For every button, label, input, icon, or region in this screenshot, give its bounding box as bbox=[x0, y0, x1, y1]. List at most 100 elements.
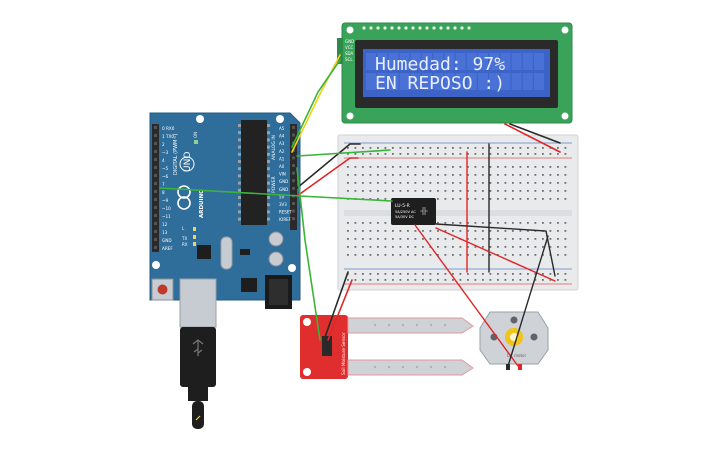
breadboard-hole bbox=[354, 166, 357, 168]
sensor-probe-bottom bbox=[347, 359, 474, 376]
breadboard-hole bbox=[459, 279, 462, 281]
breadboard-hole bbox=[392, 166, 394, 168]
breadboard-hole bbox=[459, 222, 462, 224]
digital-pin[interactable] bbox=[154, 150, 157, 153]
digital-pin[interactable] bbox=[154, 246, 157, 249]
breadboard-hole bbox=[482, 246, 484, 248]
digital-pin[interactable] bbox=[154, 174, 157, 177]
crystal bbox=[220, 236, 233, 270]
breadboard-hole bbox=[459, 246, 462, 248]
soil-moisture-sensor[interactable]: Soil Moisture Sensor bbox=[300, 315, 474, 379]
analog-power-pin[interactable] bbox=[292, 217, 295, 221]
breadboard-hole bbox=[362, 222, 364, 224]
breadboard-hole bbox=[354, 279, 357, 281]
breadboard-hole bbox=[489, 238, 492, 240]
analog-power-pin[interactable] bbox=[292, 133, 295, 137]
chip-leg bbox=[238, 160, 241, 163]
breadboard-hole bbox=[369, 147, 372, 149]
breadboard-hole bbox=[504, 230, 507, 232]
breadboard-hole bbox=[557, 174, 559, 176]
breadboard-hole bbox=[519, 198, 522, 200]
capacitor bbox=[268, 231, 284, 247]
lcd-cell bbox=[433, 73, 444, 90]
wires bbox=[159, 54, 561, 367]
breadboard-hole bbox=[482, 166, 484, 168]
chip-leg bbox=[267, 174, 270, 178]
analog-power-pin[interactable] bbox=[292, 186, 295, 190]
breadboard-hole bbox=[527, 230, 529, 232]
digital-pin[interactable] bbox=[154, 190, 157, 193]
digital-pin[interactable] bbox=[154, 238, 157, 241]
analog-power-pin[interactable] bbox=[292, 209, 295, 213]
breadboard-hole bbox=[489, 147, 492, 149]
breadboard-hole bbox=[474, 182, 477, 184]
breadboard-hole bbox=[452, 182, 454, 184]
digital-pin[interactable] bbox=[154, 158, 157, 161]
probe-dot bbox=[429, 323, 433, 327]
breadboard-hole bbox=[542, 222, 544, 224]
breadboard-hole bbox=[407, 254, 409, 256]
analog-power-pin-label: A4 bbox=[279, 134, 285, 139]
breadboard-hole bbox=[482, 279, 484, 281]
breadboard-hole bbox=[377, 153, 379, 155]
lcd-header-pin bbox=[439, 26, 443, 30]
breadboard-hole bbox=[362, 230, 364, 232]
probe-dot bbox=[415, 365, 419, 369]
digital-pin-label: ~10 bbox=[162, 206, 171, 211]
wire-black-sensor-gnd bbox=[323, 271, 349, 341]
chip-leg bbox=[267, 188, 270, 192]
breadboard-hole bbox=[452, 190, 454, 192]
relay-rating-dc: 5A/30V DC bbox=[395, 215, 414, 219]
breadboard-hole bbox=[527, 174, 529, 176]
breadboard-hole bbox=[369, 174, 372, 176]
wire-black-gnd bbox=[296, 143, 361, 189]
breadboard-hole bbox=[504, 246, 507, 248]
breadboard-hole bbox=[354, 246, 357, 248]
breadboard-hole bbox=[407, 153, 409, 155]
analog-power-pin[interactable] bbox=[292, 171, 295, 175]
digital-pin-label: AREF bbox=[162, 246, 173, 251]
digital-pin[interactable] bbox=[154, 142, 157, 145]
digital-pin[interactable] bbox=[154, 126, 157, 129]
digital-pin[interactable] bbox=[154, 206, 157, 209]
digital-pin[interactable] bbox=[154, 134, 157, 137]
analog-power-pin-label: A0 bbox=[279, 164, 285, 169]
digital-pin-label: ~9 bbox=[162, 198, 169, 203]
digital-pin[interactable] bbox=[154, 214, 157, 217]
wire-red-sensor-vcc bbox=[327, 279, 353, 341]
relay-module[interactable]: LU-5-R 5A/250V AC 5A/30V DC bbox=[391, 198, 436, 225]
digital-pin[interactable] bbox=[154, 230, 157, 233]
breadboard-hole bbox=[437, 246, 439, 248]
digital-pin[interactable] bbox=[154, 222, 157, 225]
analog-power-header bbox=[290, 124, 297, 230]
chip-leg bbox=[238, 217, 241, 221]
analog-power-pin[interactable] bbox=[292, 156, 295, 160]
lcd-header-pin bbox=[383, 26, 387, 30]
breadboard-hole bbox=[534, 279, 537, 281]
lcd-cell bbox=[366, 53, 376, 70]
digital-pin[interactable] bbox=[154, 166, 157, 169]
analog-power-pin[interactable] bbox=[292, 164, 295, 167]
lcd-module[interactable]: Humedad: 97% EN REPOSO :) GND VCC SDA SC… bbox=[337, 22, 573, 124]
breadboard-hole bbox=[489, 198, 492, 200]
digital-pin-label: 2 bbox=[162, 142, 165, 147]
breadboard-hole bbox=[392, 273, 394, 275]
digital-pin[interactable] bbox=[154, 182, 157, 185]
arduino-mount-hole bbox=[152, 261, 160, 269]
breadboard-hole bbox=[467, 174, 469, 176]
lcd-header-pin bbox=[404, 26, 408, 30]
breadboard-hole bbox=[369, 279, 372, 281]
digital-pin[interactable] bbox=[154, 198, 157, 201]
breadboard-hole bbox=[347, 147, 349, 149]
breadboard[interactable] bbox=[337, 134, 579, 291]
breadboard-hole bbox=[392, 279, 394, 281]
analog-power-pin[interactable] bbox=[292, 202, 295, 205]
breadboard-hole bbox=[347, 182, 349, 184]
breadboard-hole bbox=[482, 230, 484, 232]
usb-cable bbox=[180, 327, 216, 429]
chip-leg bbox=[238, 145, 241, 149]
analog-power-pin[interactable] bbox=[292, 179, 295, 183]
arduino-logo bbox=[177, 185, 191, 199]
analog-power-pin[interactable] bbox=[292, 126, 295, 129]
